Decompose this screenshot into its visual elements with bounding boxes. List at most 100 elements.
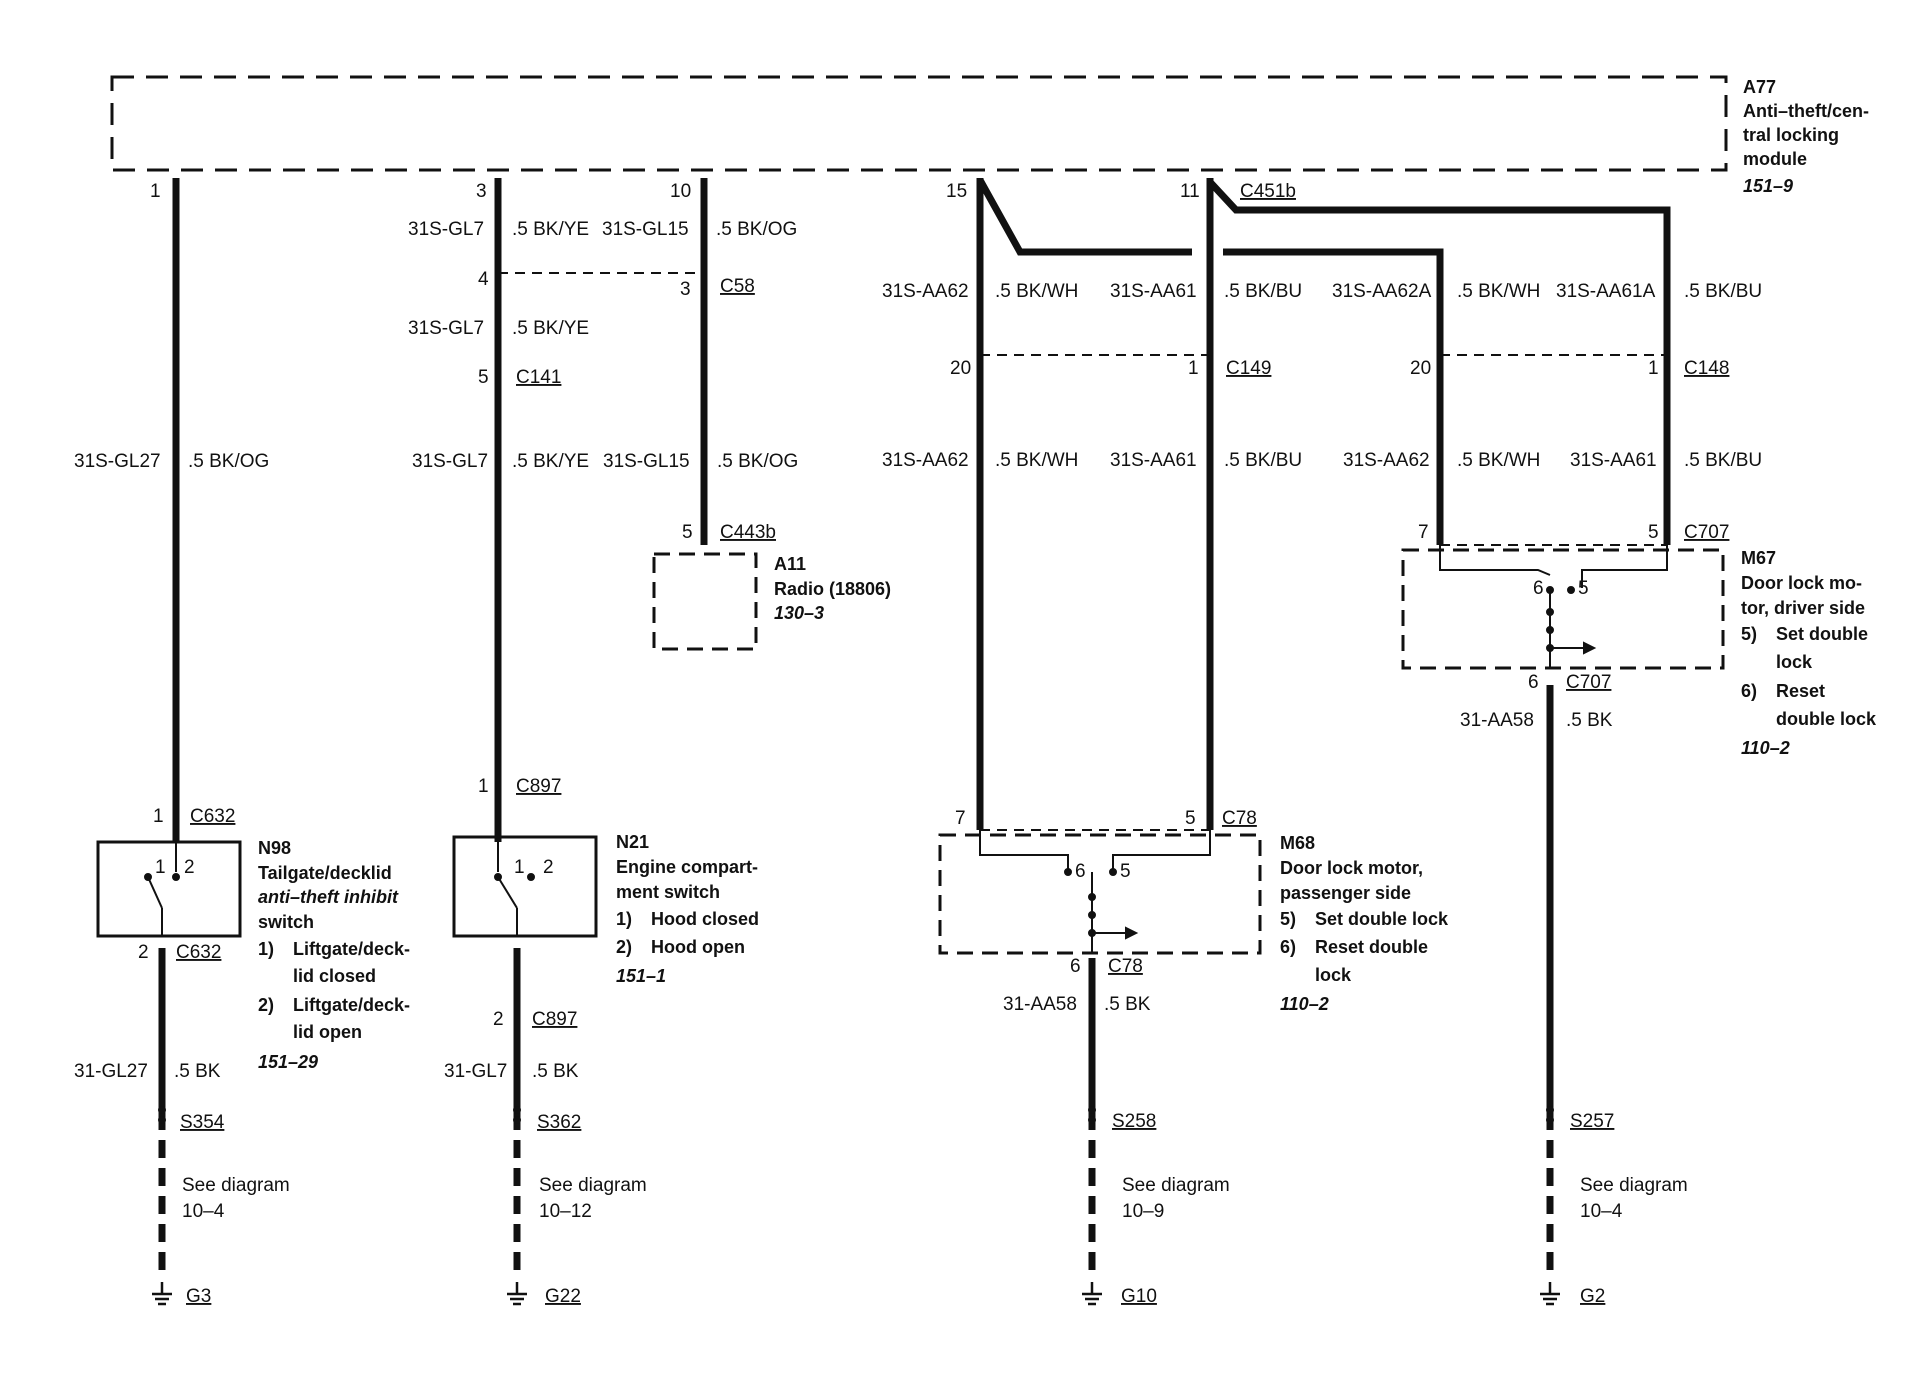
component-m67-id: M67	[1741, 548, 1776, 568]
module-a77-ref: 151–9	[1743, 176, 1793, 196]
switch-n21-symbol	[494, 837, 535, 936]
pin-c148-r: 1	[1648, 358, 1659, 379]
wire-spec-gl15-b: .5 BK/OG	[717, 451, 798, 472]
component-m67-item6-b: double lock	[1776, 709, 1877, 729]
wire-label-gnd-gl27: 31-GL27	[74, 1061, 148, 1082]
splice-see: See diagram	[539, 1175, 647, 1196]
connector-c897-bot: C897	[532, 1009, 577, 1030]
connector-c632-top: C632	[190, 806, 235, 827]
connector-c443b: C443b	[720, 522, 776, 543]
pin-c632-bot: 2	[138, 942, 149, 963]
component-m68-id: M68	[1280, 833, 1315, 853]
component-a11-ref: 130–3	[774, 603, 824, 623]
ground-icon	[507, 1282, 527, 1306]
connector-c148: C148	[1684, 358, 1729, 379]
component-n21-box	[452, 835, 598, 938]
wire-spec-gl7-b: .5 BK/YE	[512, 318, 589, 339]
connector-c78-bot: C78	[1108, 956, 1143, 977]
component-m68-ref: 110–2	[1280, 994, 1329, 1014]
splice-ref: 10–4	[182, 1201, 225, 1222]
connector-c897-top: C897	[516, 776, 561, 797]
component-n98-item1-b: lid closed	[293, 966, 376, 986]
splice-id: S258	[1112, 1111, 1156, 1132]
splice-s258: S258 See diagram 10–9 G10	[1082, 1111, 1230, 1307]
component-n98-box	[96, 840, 242, 938]
component-a11-id: A11	[774, 554, 806, 574]
ground-id: G2	[1580, 1286, 1605, 1307]
component-n21-line1: Engine compart-	[616, 857, 758, 877]
module-a77-id: A77	[1743, 77, 1776, 97]
ground-id: G22	[545, 1286, 581, 1307]
pin-c141: 5	[478, 367, 489, 388]
splice-ref: 10–9	[1122, 1201, 1164, 1222]
wire-spec-aa61-b: .5 BK/BU	[1224, 450, 1302, 471]
component-m68-item6-a: Reset double	[1315, 937, 1428, 957]
wire-label-aa58-m68: 31-AA58	[1003, 994, 1077, 1015]
pin-c897-bot: 2	[493, 1009, 504, 1030]
wire-label-gl15-a: 31S-GL15	[602, 219, 689, 240]
component-n98-num1: 1)	[258, 939, 274, 959]
component-n21-ref: 151–1	[616, 966, 666, 986]
wire-spec-gl7-c: .5 BK/YE	[512, 451, 589, 472]
wire-label-gl7-c: 31S-GL7	[412, 451, 488, 472]
pin-c78-r: 5	[1185, 808, 1196, 829]
component-n21-num2: 2)	[616, 937, 632, 957]
wire-label-gnd-gl7: 31-GL7	[444, 1061, 507, 1082]
pin-10: 10	[670, 181, 691, 202]
motor-m68-pin6: 6	[1075, 861, 1086, 882]
motor-m67-pin6: 6	[1533, 578, 1544, 599]
splice-ref: 10–12	[539, 1201, 592, 1222]
component-n21-line2: ment switch	[616, 882, 720, 902]
component-m67-box	[1401, 548, 1725, 670]
component-n21-num1: 1)	[616, 909, 632, 929]
component-n98-line3: switch	[258, 912, 314, 932]
module-a77-box	[110, 75, 1728, 172]
wire-spec-gl15-a: .5 BK/OG	[716, 219, 797, 240]
wire-spec-aa62-a: .5 BK/WH	[995, 281, 1078, 302]
switch-n98-pin2: 2	[184, 857, 195, 878]
component-n21-item1: Hood closed	[651, 909, 759, 929]
wire-spec-gl27: .5 BK/OG	[188, 451, 269, 472]
pin-c632-top: 1	[153, 806, 164, 827]
wire-label-gl7-a: 31S-GL7	[408, 219, 484, 240]
pin-c707-l: 7	[1418, 522, 1429, 543]
ground-id: G10	[1121, 1286, 1157, 1307]
component-m68-item5: Set double lock	[1315, 909, 1449, 929]
connector-c707-bot: C707	[1566, 672, 1611, 693]
switch-n21-pin1: 1	[514, 857, 525, 878]
wire-spec-aa62-c: .5 BK/WH	[1457, 450, 1540, 471]
connector-c78-top: C78	[1222, 808, 1257, 829]
wire-label-aa61-a: 31S-AA61	[1110, 281, 1197, 302]
splice-see: See diagram	[1122, 1175, 1230, 1196]
module-a77-line2: tral locking	[1743, 125, 1839, 145]
splice-id: S354	[180, 1112, 225, 1133]
ground-icon	[1082, 1282, 1102, 1306]
component-a11-name: Radio (18806)	[774, 579, 891, 599]
ground-icon	[1540, 1282, 1560, 1306]
splice-see: See diagram	[1580, 1175, 1688, 1196]
wire-label-gl27: 31S-GL27	[74, 451, 161, 472]
component-m67-item6-a: Reset	[1776, 681, 1825, 701]
splice-see: See diagram	[182, 1175, 290, 1196]
wire-spec-aa61-c: .5 BK/BU	[1684, 450, 1762, 471]
component-n98-italic: anti–theft inhibit	[258, 887, 399, 907]
motor-m68-symbol	[979, 830, 1211, 953]
wire-label-gl7-b: 31S-GL7	[408, 318, 484, 339]
pin-c443b: 5	[682, 522, 693, 543]
wire-spec-aa62a: .5 BK/WH	[1457, 281, 1540, 302]
connector-dashes	[498, 272, 1667, 831]
switch-n21-pin2: 2	[543, 857, 554, 878]
wire-spec-aa58-m67: .5 BK	[1566, 710, 1613, 731]
connector-c149: C149	[1226, 358, 1271, 379]
component-m68-item6-b: lock	[1315, 965, 1352, 985]
pin-c78-bot: 6	[1070, 956, 1081, 977]
switch-n98-symbol	[144, 842, 180, 936]
component-n21-item2: Hood open	[651, 937, 745, 957]
splice-id: S257	[1570, 1111, 1614, 1132]
connector-c58: C58	[720, 276, 755, 297]
splice-s257: S257 See diagram 10–4 G2	[1540, 1111, 1688, 1307]
wire-aa62a-cont	[1223, 248, 1444, 545]
component-n98-line1: Tailgate/decklid	[258, 863, 392, 883]
wire-label-aa62-b: 31S-AA62	[882, 450, 969, 471]
